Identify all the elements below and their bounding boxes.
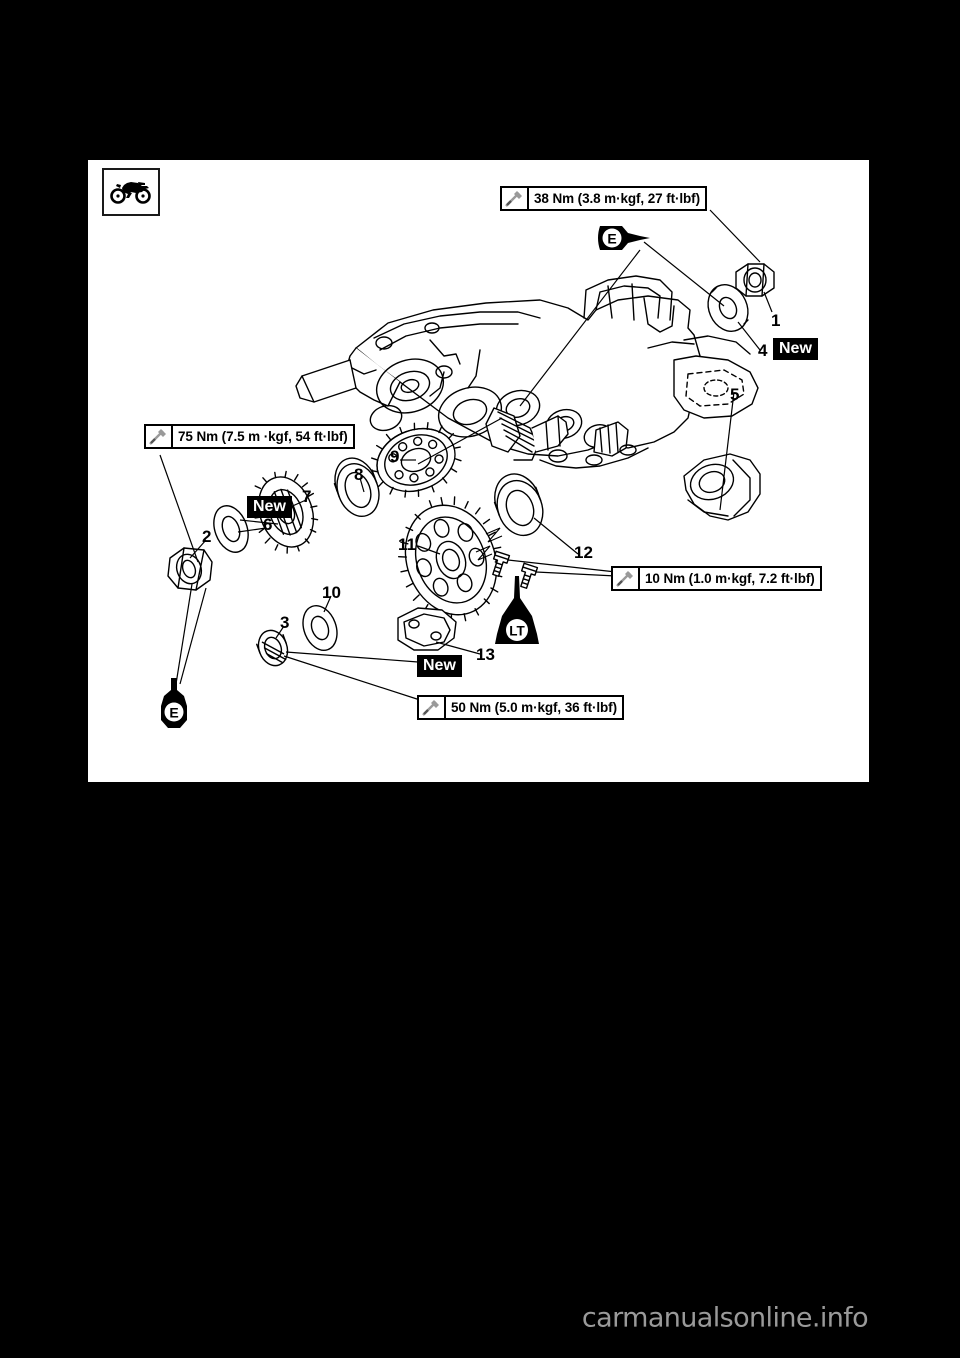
torque-spec-text: 75 Nm (7.5 m ·kgf, 54 ft·lbf) — [178, 429, 348, 444]
callout-11: 11 — [398, 535, 416, 554]
diagram-panel: 38 Nm (3.8 m·kgf, 27 ft·lbf) 75 Nm (7.5 … — [88, 160, 869, 782]
callout-6: 6 — [263, 515, 273, 534]
torque-spec-75nm: 75 Nm (7.5 m ·kgf, 54 ft·lbf) — [144, 424, 355, 449]
torque-wrench-icon — [502, 188, 529, 209]
engine-oil-can-icon: E — [156, 678, 194, 735]
torque-wrench-icon — [419, 697, 446, 718]
torque-wrench-icon — [146, 426, 173, 447]
callout-4: 4 — [758, 341, 768, 360]
offroad-motorcycle-icon — [102, 168, 160, 216]
site-watermark: carmanualsonline.info — [581, 1302, 869, 1334]
new-part-tag: New — [773, 338, 818, 360]
callout-9: 9 — [390, 447, 400, 466]
torque-wrench-icon — [613, 568, 640, 589]
svg-text:E: E — [169, 705, 178, 721]
callout-5: 5 — [730, 385, 740, 404]
callout-13: 13 — [476, 645, 495, 664]
torque-spec-text: 50 Nm (5.0 m·kgf, 36 ft·lbf) — [451, 700, 617, 715]
callout-10: 10 — [322, 583, 341, 602]
callout-1: 1 — [771, 311, 781, 330]
new-part-tag: New — [247, 496, 292, 518]
exploded-parts-illustration — [159, 209, 775, 701]
torque-spec-text: 38 Nm (3.8 m·kgf, 27 ft·lbf) — [534, 191, 700, 206]
callout-2: 2 — [202, 527, 212, 546]
callout-7: 7 — [302, 487, 312, 506]
callout-8: 8 — [354, 465, 364, 484]
callout-3: 3 — [280, 613, 290, 632]
torque-spec-50nm: 50 Nm (5.0 m·kgf, 36 ft·lbf) — [417, 695, 624, 720]
torque-spec-10nm: 10 Nm (1.0 m·kgf, 7.2 ft·lbf) — [611, 566, 822, 591]
engine-oil-can-icon: E — [596, 222, 652, 261]
thread-locking-agent-icon: LT — [490, 576, 544, 653]
callout-12: 12 — [574, 543, 593, 562]
new-part-tag: New — [417, 655, 462, 677]
torque-spec-text: 10 Nm (1.0 m·kgf, 7.2 ft·lbf) — [645, 571, 815, 586]
torque-spec-38nm: 38 Nm (3.8 m·kgf, 27 ft·lbf) — [500, 186, 707, 211]
svg-text:LT: LT — [509, 624, 525, 639]
svg-text:E: E — [607, 231, 616, 247]
